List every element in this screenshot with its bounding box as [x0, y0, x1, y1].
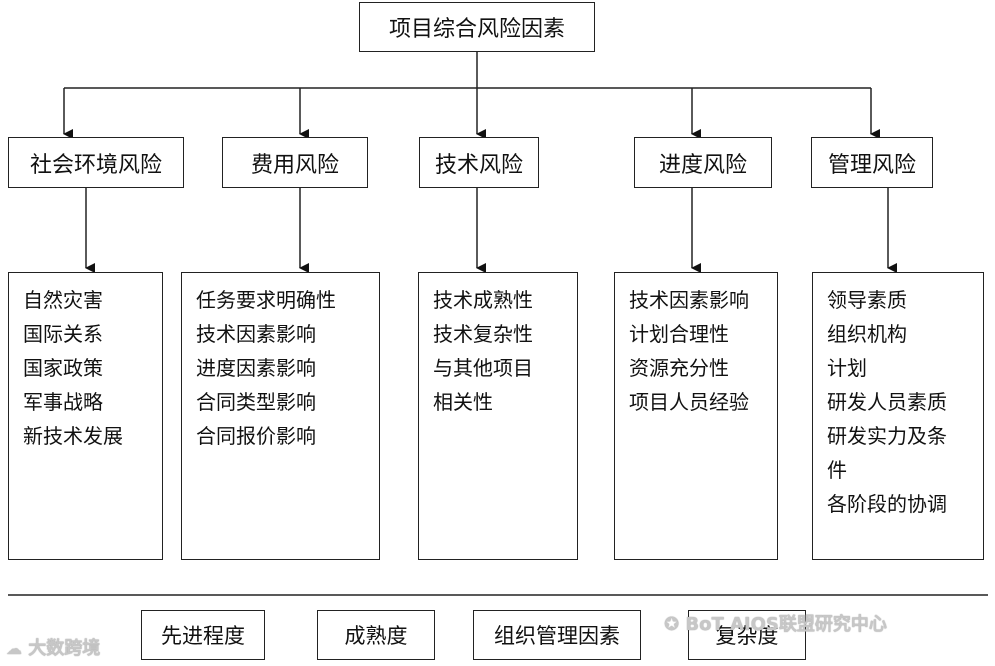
category-social-environment: 社会环境风险 — [8, 137, 184, 188]
detail-cost: 任务要求明确性 技术因素影响 进度因素影响 合同类型影响 合同报价影响 — [181, 272, 380, 560]
list-item: 相关性 — [433, 390, 493, 414]
bottom-box-advancement: 先进程度 — [141, 610, 265, 660]
bottom-box-label: 成熟度 — [344, 624, 408, 648]
category-label: 技术风险 — [434, 152, 523, 178]
watermark-left-text: 大数跨境 — [28, 638, 101, 659]
bottom-box-complexity: 复杂度 — [688, 610, 806, 660]
category-cost: 费用风险 — [222, 137, 368, 188]
list-item: 国家政策 — [23, 356, 103, 380]
category-label: 管理风险 — [827, 152, 916, 178]
bottom-box-maturity: 成熟度 — [317, 610, 435, 660]
list-item: 任务要求明确性 — [196, 288, 336, 312]
list-item: 进度因素影响 — [196, 356, 316, 380]
category-schedule: 进度风险 — [634, 137, 772, 188]
category-management: 管理风险 — [811, 137, 933, 188]
detail-schedule: 技术因素影响 计划合理性 资源充分性 项目人员经验 — [614, 272, 778, 560]
list-item: 技术复杂性 — [433, 322, 533, 346]
list-item: 军事战略 — [23, 390, 103, 414]
list-item: 各阶段的协调 — [827, 492, 947, 516]
list-item: 件 — [827, 458, 847, 482]
root-label: 项目综合风险因素 — [388, 17, 565, 42]
list-item: 计划合理性 — [629, 322, 729, 346]
list-item: 研发人员素质 — [827, 390, 947, 414]
watermark-right: ✪ BoT AIOS联盟研究中心 — [664, 610, 887, 636]
list-item: 项目人员经验 — [629, 390, 749, 414]
category-technology: 技术风险 — [419, 137, 539, 188]
list-item: 新技术发展 — [23, 424, 123, 448]
list-item: 合同报价影响 — [196, 424, 316, 448]
watermark-right-text: BoT AIOS联盟研究中心 — [685, 614, 887, 635]
detail-social-environment: 自然灾害 国际关系 国家政策 军事战略 新技术发展 — [8, 272, 163, 560]
list-item: 计划 — [827, 356, 867, 380]
bottom-box-label: 先进程度 — [161, 624, 245, 648]
bottom-box-label: 组织管理因素 — [494, 624, 620, 648]
watermark-left: ☁ 大数跨境 — [6, 634, 100, 660]
bottom-box-label: 复杂度 — [715, 624, 779, 648]
category-label: 费用风险 — [250, 152, 339, 178]
wechat-icon: ✪ — [664, 614, 680, 635]
category-label: 进度风险 — [658, 152, 747, 178]
list-item: 自然灾害 — [23, 288, 103, 312]
watermark-logo-icon: ☁ — [6, 639, 22, 658]
list-item: 国际关系 — [23, 322, 103, 346]
detail-technology: 技术成熟性 技术复杂性 与其他项目 相关性 — [418, 272, 578, 560]
list-item: 领导素质 — [827, 288, 907, 312]
list-item: 技术成熟性 — [433, 288, 533, 312]
bottom-box-organization-management: 组织管理因素 — [473, 610, 641, 660]
list-item: 资源充分性 — [629, 356, 729, 380]
list-item: 与其他项目 — [433, 356, 533, 380]
list-item: 技术因素影响 — [196, 322, 316, 346]
category-label: 社会环境风险 — [29, 152, 162, 178]
list-item: 组织机构 — [827, 322, 907, 346]
detail-management: 领导素质 组织机构 计划 研发人员素质 研发实力及条 件 各阶段的协调 — [812, 272, 984, 560]
root-node: 项目综合风险因素 — [359, 2, 595, 52]
list-item: 研发实力及条 — [827, 424, 947, 448]
list-item: 技术因素影响 — [629, 288, 749, 312]
list-item: 合同类型影响 — [196, 390, 316, 414]
